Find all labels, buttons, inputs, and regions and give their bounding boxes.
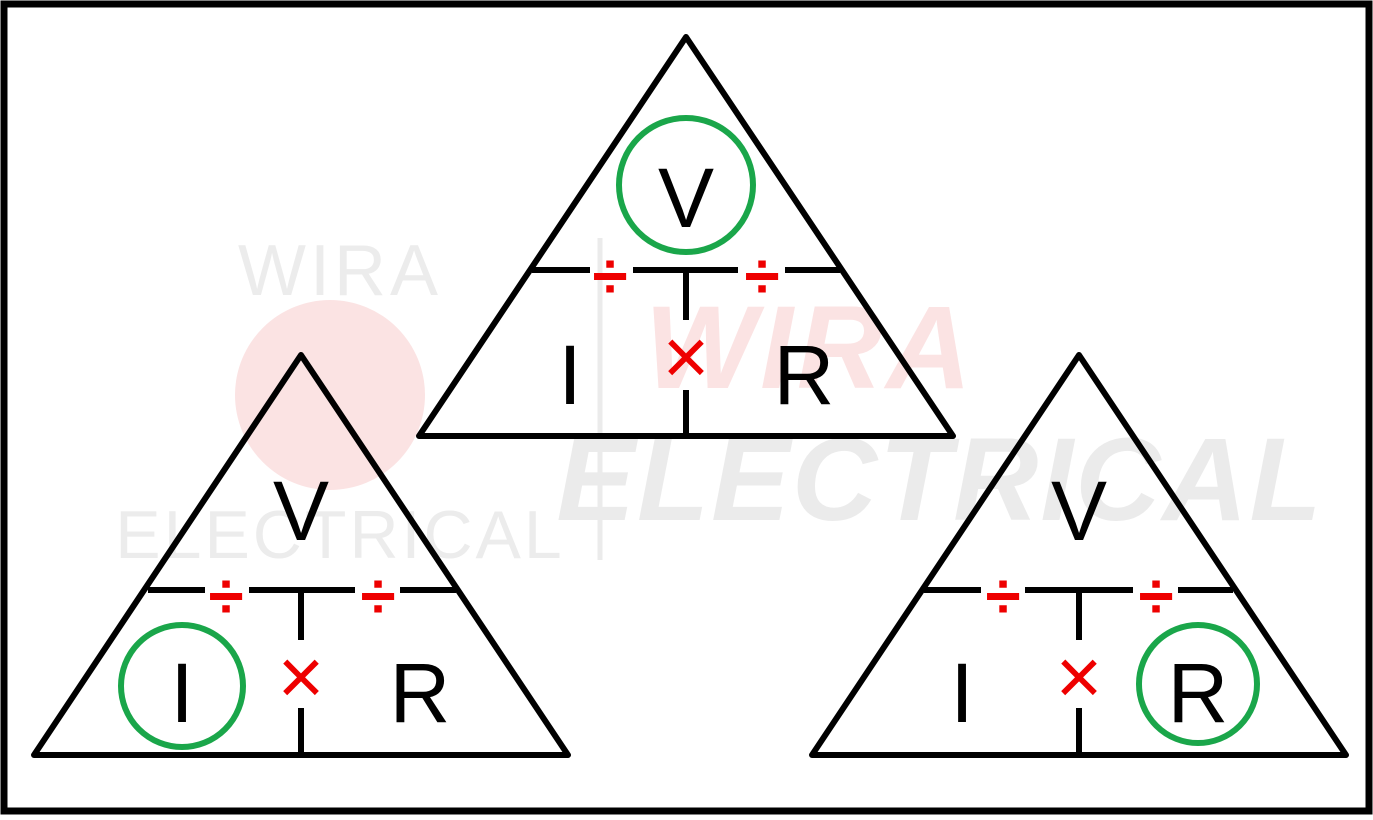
watermark-left: WIRA ELECTRICAL xyxy=(115,231,603,573)
divide-operator: ÷ xyxy=(360,560,395,632)
letter-r: R xyxy=(774,328,835,422)
divide-operator: ÷ xyxy=(744,240,779,312)
multiply-operator: × xyxy=(663,312,710,401)
multiply-operator: × xyxy=(1056,632,1103,721)
divide-operator: ÷ xyxy=(1138,560,1173,632)
watermark-left-line1: WIRA xyxy=(238,231,442,311)
triangle-bottom-right: V I R × ÷ ÷ xyxy=(809,352,1349,758)
letter-r: R xyxy=(390,646,451,740)
highlight-circle xyxy=(118,622,246,750)
letter-v: V xyxy=(658,151,714,245)
letter-i: I xyxy=(558,328,581,422)
triangle-bottom-left: V I R × ÷ ÷ xyxy=(31,352,571,758)
watermark-right-line1: WIRA xyxy=(645,282,976,414)
divide-operator: ÷ xyxy=(208,560,243,632)
triangle-top: V I R × ÷ ÷ xyxy=(416,34,956,439)
divide-operator: ÷ xyxy=(985,560,1020,632)
letter-i: I xyxy=(950,646,973,740)
letter-v: V xyxy=(1051,464,1107,558)
letter-r: R xyxy=(1168,646,1229,740)
highlight-circle xyxy=(616,115,756,255)
letter-i: I xyxy=(170,646,193,740)
letter-v: V xyxy=(273,464,329,558)
divide-operator: ÷ xyxy=(592,240,627,312)
watermark-left-line2: ELECTRICAL xyxy=(115,497,564,573)
highlight-circle xyxy=(1136,622,1260,746)
multiply-operator: × xyxy=(278,632,325,721)
